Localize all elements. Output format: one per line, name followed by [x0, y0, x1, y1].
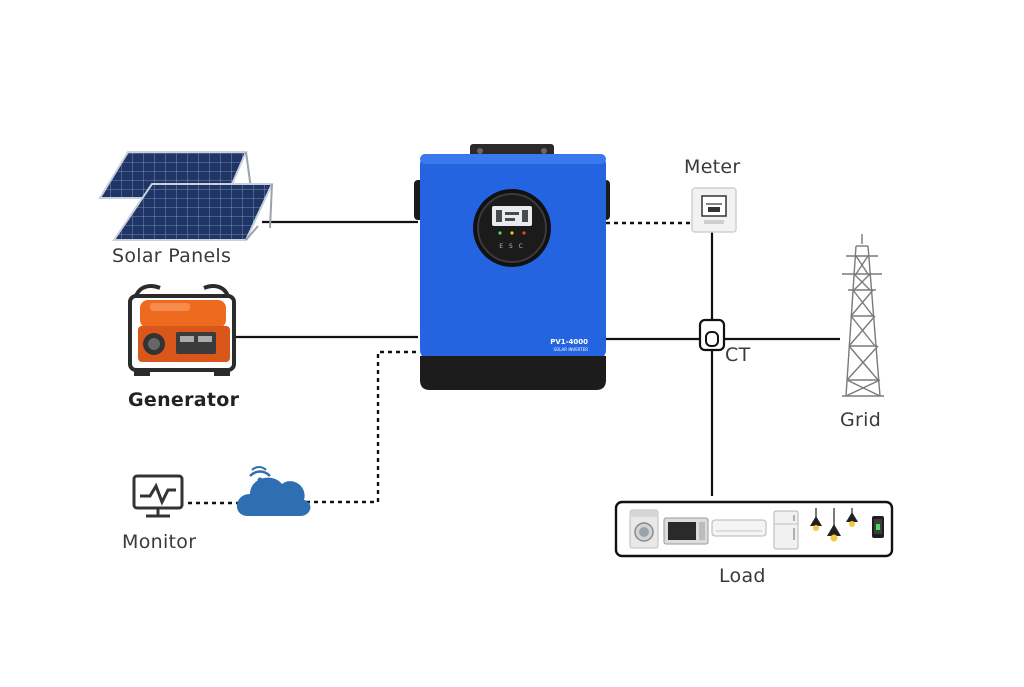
monitor-icon	[132, 474, 184, 518]
solar-panels-icon	[98, 151, 274, 241]
inverter-unit: E S C PV1-4000 SOLAR INVERTER	[414, 144, 610, 390]
washing-machine-icon	[629, 509, 659, 549]
load-box	[614, 500, 894, 558]
meter-icon	[691, 187, 737, 233]
load-label: Load	[719, 565, 766, 587]
generator-label: Generator	[128, 389, 240, 411]
grid-tower-icon	[842, 234, 884, 397]
microwave-icon	[663, 517, 709, 545]
inverter-subtitle-label: SOLAR INVERTER	[554, 347, 589, 352]
phone-charger-icon	[872, 516, 884, 538]
air-conditioner-icon	[711, 519, 767, 537]
cloud-icon	[236, 466, 311, 516]
ct-clamp-icon	[698, 318, 726, 352]
inverter-model-label: PV1-4000	[550, 338, 588, 346]
grid-label: Grid	[840, 409, 882, 431]
ct-label: CT	[725, 344, 751, 366]
inverter-buttons-label: E S C	[499, 243, 525, 250]
inverter-base	[420, 356, 606, 390]
cloud-to-inverter-dashed-line	[306, 350, 418, 504]
generator-icon	[128, 284, 236, 376]
meter-label: Meter	[684, 156, 741, 178]
communication-lines	[188, 221, 692, 505]
solar-panels-label: Solar Panels	[112, 245, 232, 267]
monitor-label: Monitor	[122, 531, 197, 553]
refrigerator-icon	[773, 510, 799, 550]
pendant-lamps-icon	[810, 508, 858, 542]
